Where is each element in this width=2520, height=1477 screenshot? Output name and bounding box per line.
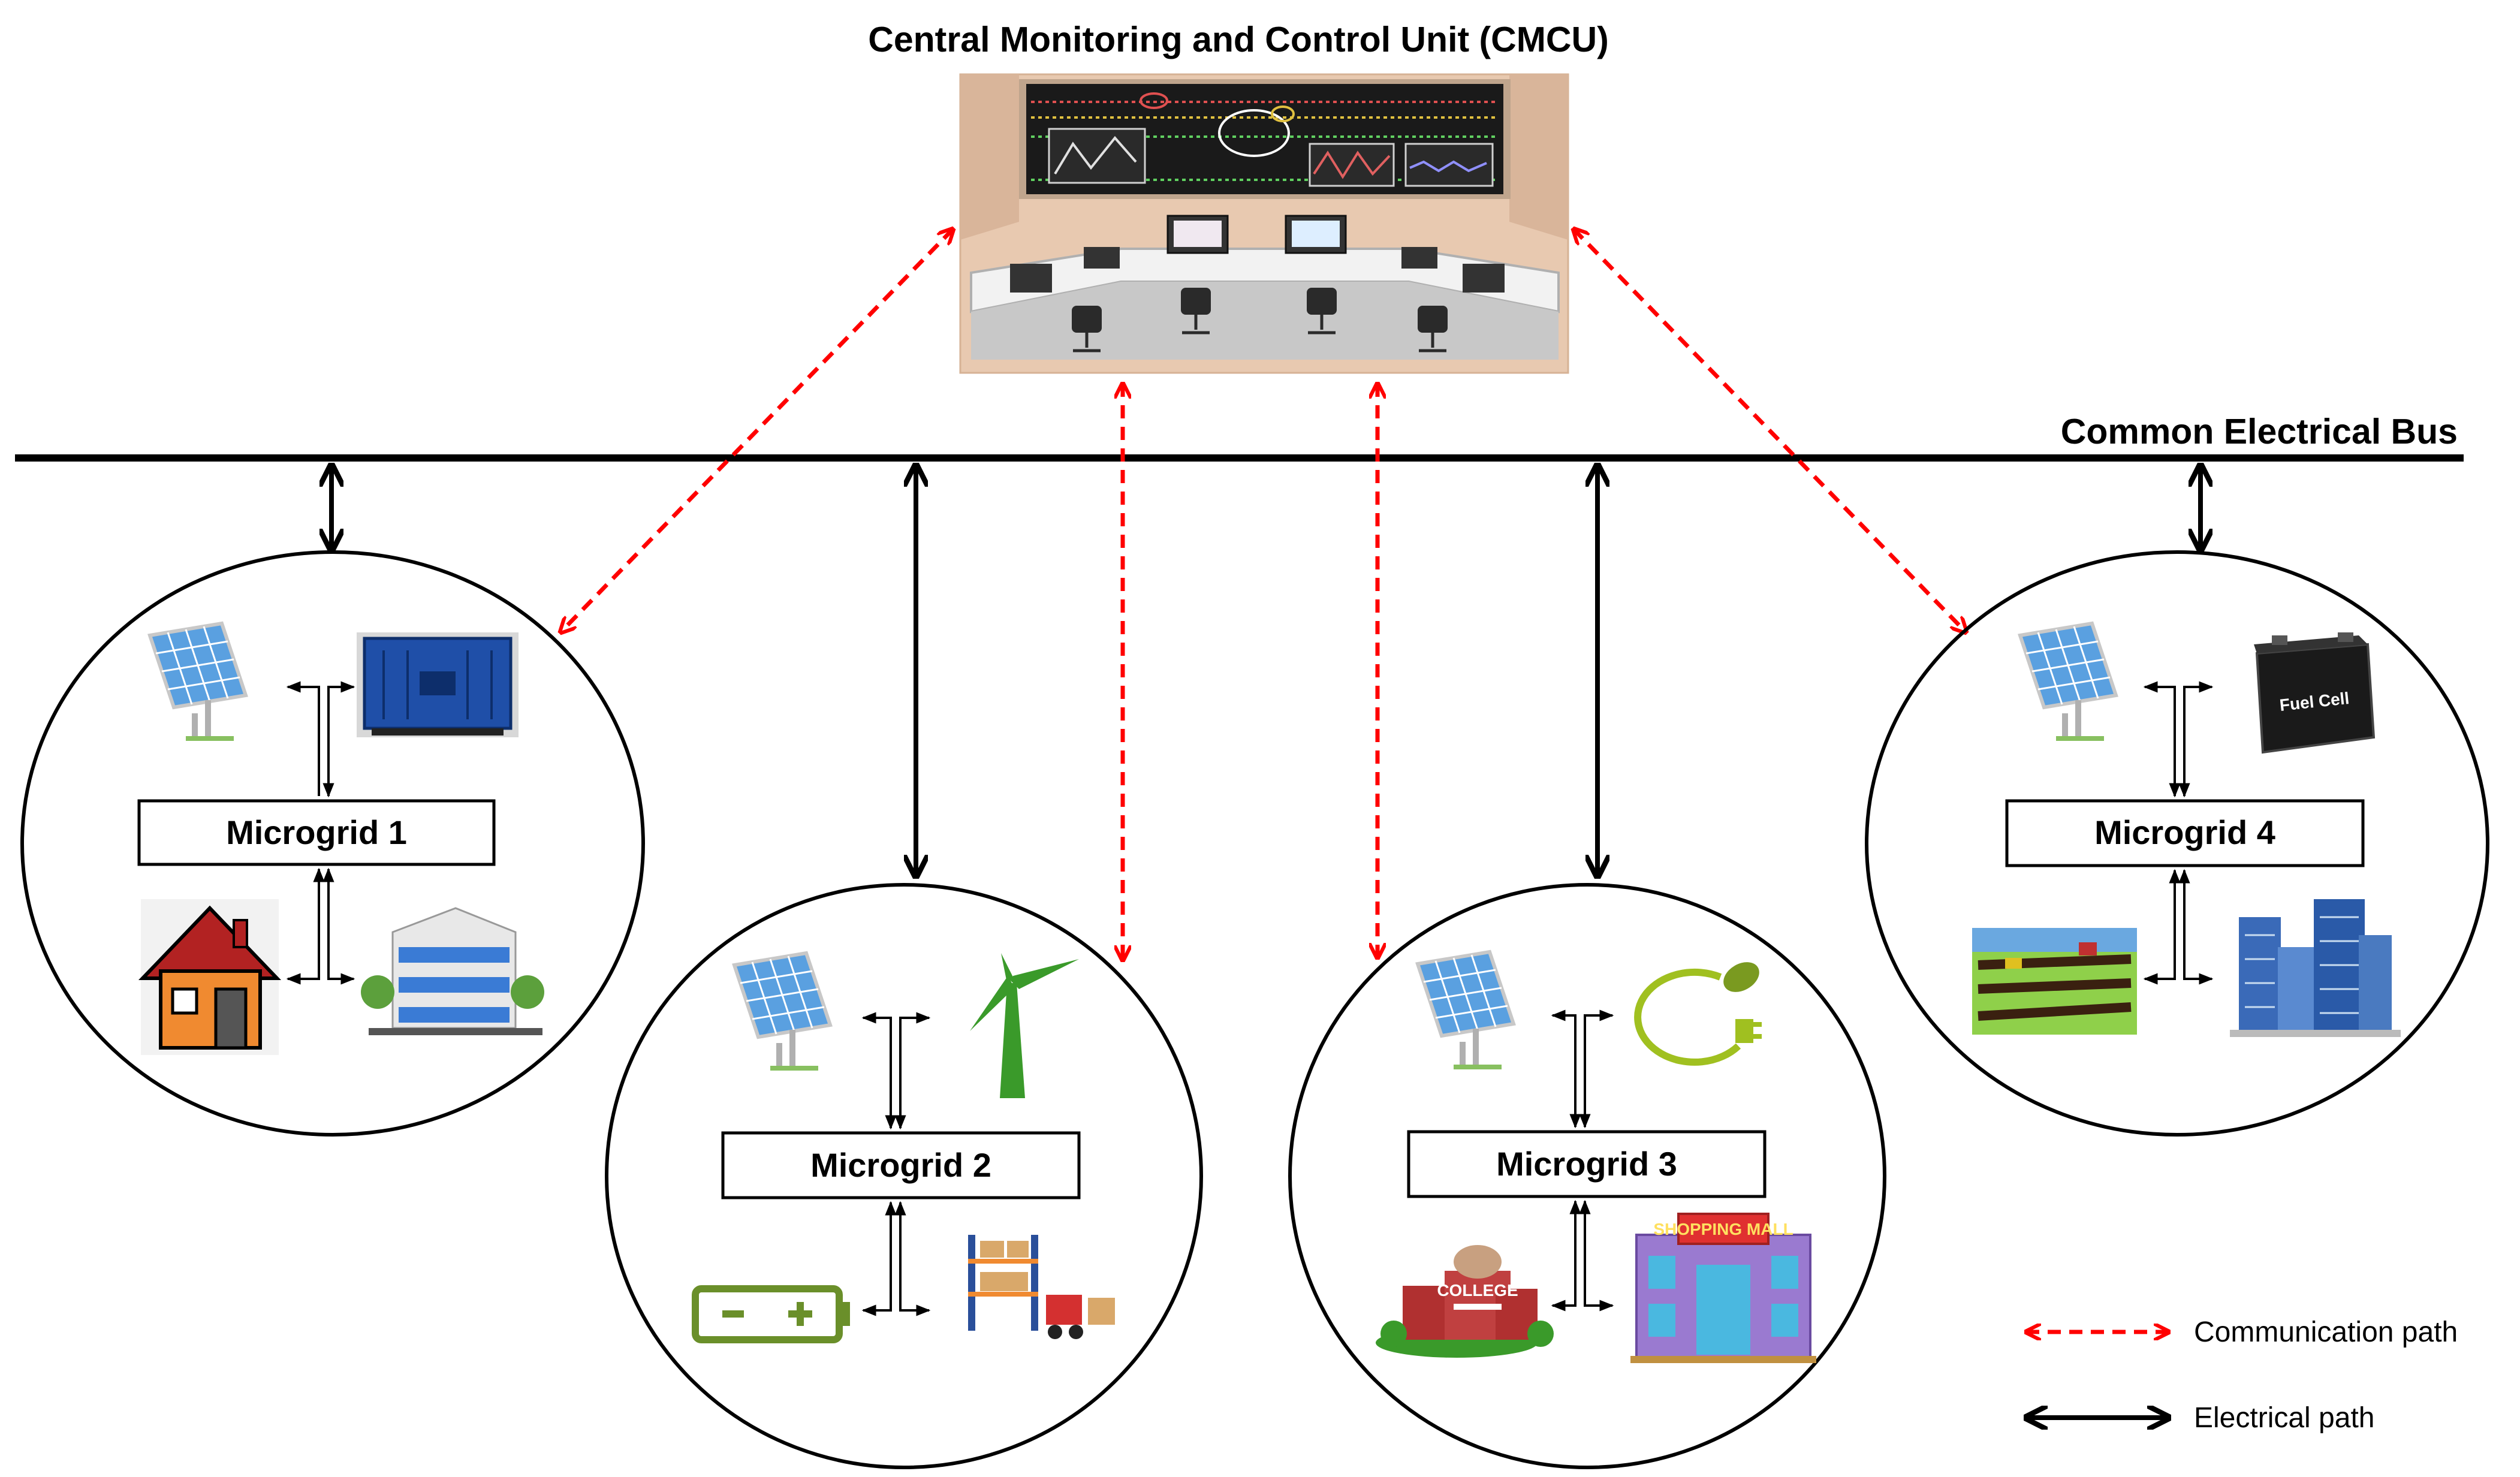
internal-links (1551, 1009, 1614, 1312)
solar-panel-icon (1418, 952, 1514, 1069)
skyscraper-icon (2230, 899, 2401, 1037)
microgrid-2: Microgrid 2 (605, 883, 1203, 1469)
legend-communication-label: Communication path (2194, 1316, 2458, 1348)
microgrid-1: Microgrid 1 (20, 550, 645, 1137)
control-room-icon (959, 73, 1569, 374)
legend-electrical-label: Electrical path (2194, 1402, 2374, 1434)
microgrid-3: Microgrid 3 COLLEGE SHOPPING MALL (1288, 883, 1886, 1469)
microgrid-boundary (1288, 883, 1886, 1469)
house-icon (138, 899, 282, 1055)
internal-links (861, 1012, 931, 1316)
wind-turbine-icon (970, 953, 1079, 1098)
farm-field-icon (1972, 928, 2137, 1035)
microgrid-node-box (721, 1131, 1081, 1199)
internal-links (286, 681, 355, 985)
microgrid-label: Microgrid 2 (810, 1146, 991, 1184)
legend: Communication path Electrical path (2026, 1316, 2458, 1434)
cmcu-title: Central Monitoring and Control Unit (CMC… (868, 20, 1609, 59)
internal-links (2143, 681, 2214, 985)
microgrid-node-box (1407, 1130, 1767, 1198)
microgrid-label: Microgrid 3 (1496, 1145, 1677, 1183)
diesel-generator-icon (357, 632, 519, 737)
microgrid-label: Microgrid 1 (226, 813, 407, 851)
microgrid-node-box (137, 799, 496, 866)
battery-icon (692, 1285, 850, 1343)
comm-arrow-mg1 (560, 229, 953, 632)
comm-arrow-mg4 (1574, 229, 1966, 632)
eco-plug-icon (1634, 962, 1762, 1066)
bus-label: Common Electrical Bus (2061, 412, 2458, 451)
microgrid-boundary (1865, 550, 2489, 1137)
solar-panel-icon (734, 953, 830, 1071)
microgrid-boundary (605, 883, 1203, 1469)
college-sign: COLLEGE (1437, 1281, 1518, 1300)
microgrid-4: Fuel Cell Microgrid 4 (1865, 550, 2489, 1137)
microgrid-node-box (2005, 799, 2365, 867)
microgrid-label: Microgrid 4 (2094, 813, 2275, 851)
shopping-mall-icon: SHOPPING MALL (1630, 1213, 1816, 1363)
office-building-icon (361, 907, 544, 1035)
microgrid-boundary (20, 550, 645, 1137)
college-icon: COLLEGE (1376, 1245, 1554, 1358)
mall-sign: SHOPPING MALL (1653, 1220, 1793, 1238)
fuel-cell-icon: Fuel Cell (2254, 632, 2376, 754)
solar-panel-icon (2020, 623, 2116, 741)
solar-panel-icon (150, 623, 246, 741)
electrical-links (331, 465, 2201, 876)
communication-links (560, 229, 1966, 960)
warehouse-icon (968, 1235, 1115, 1339)
